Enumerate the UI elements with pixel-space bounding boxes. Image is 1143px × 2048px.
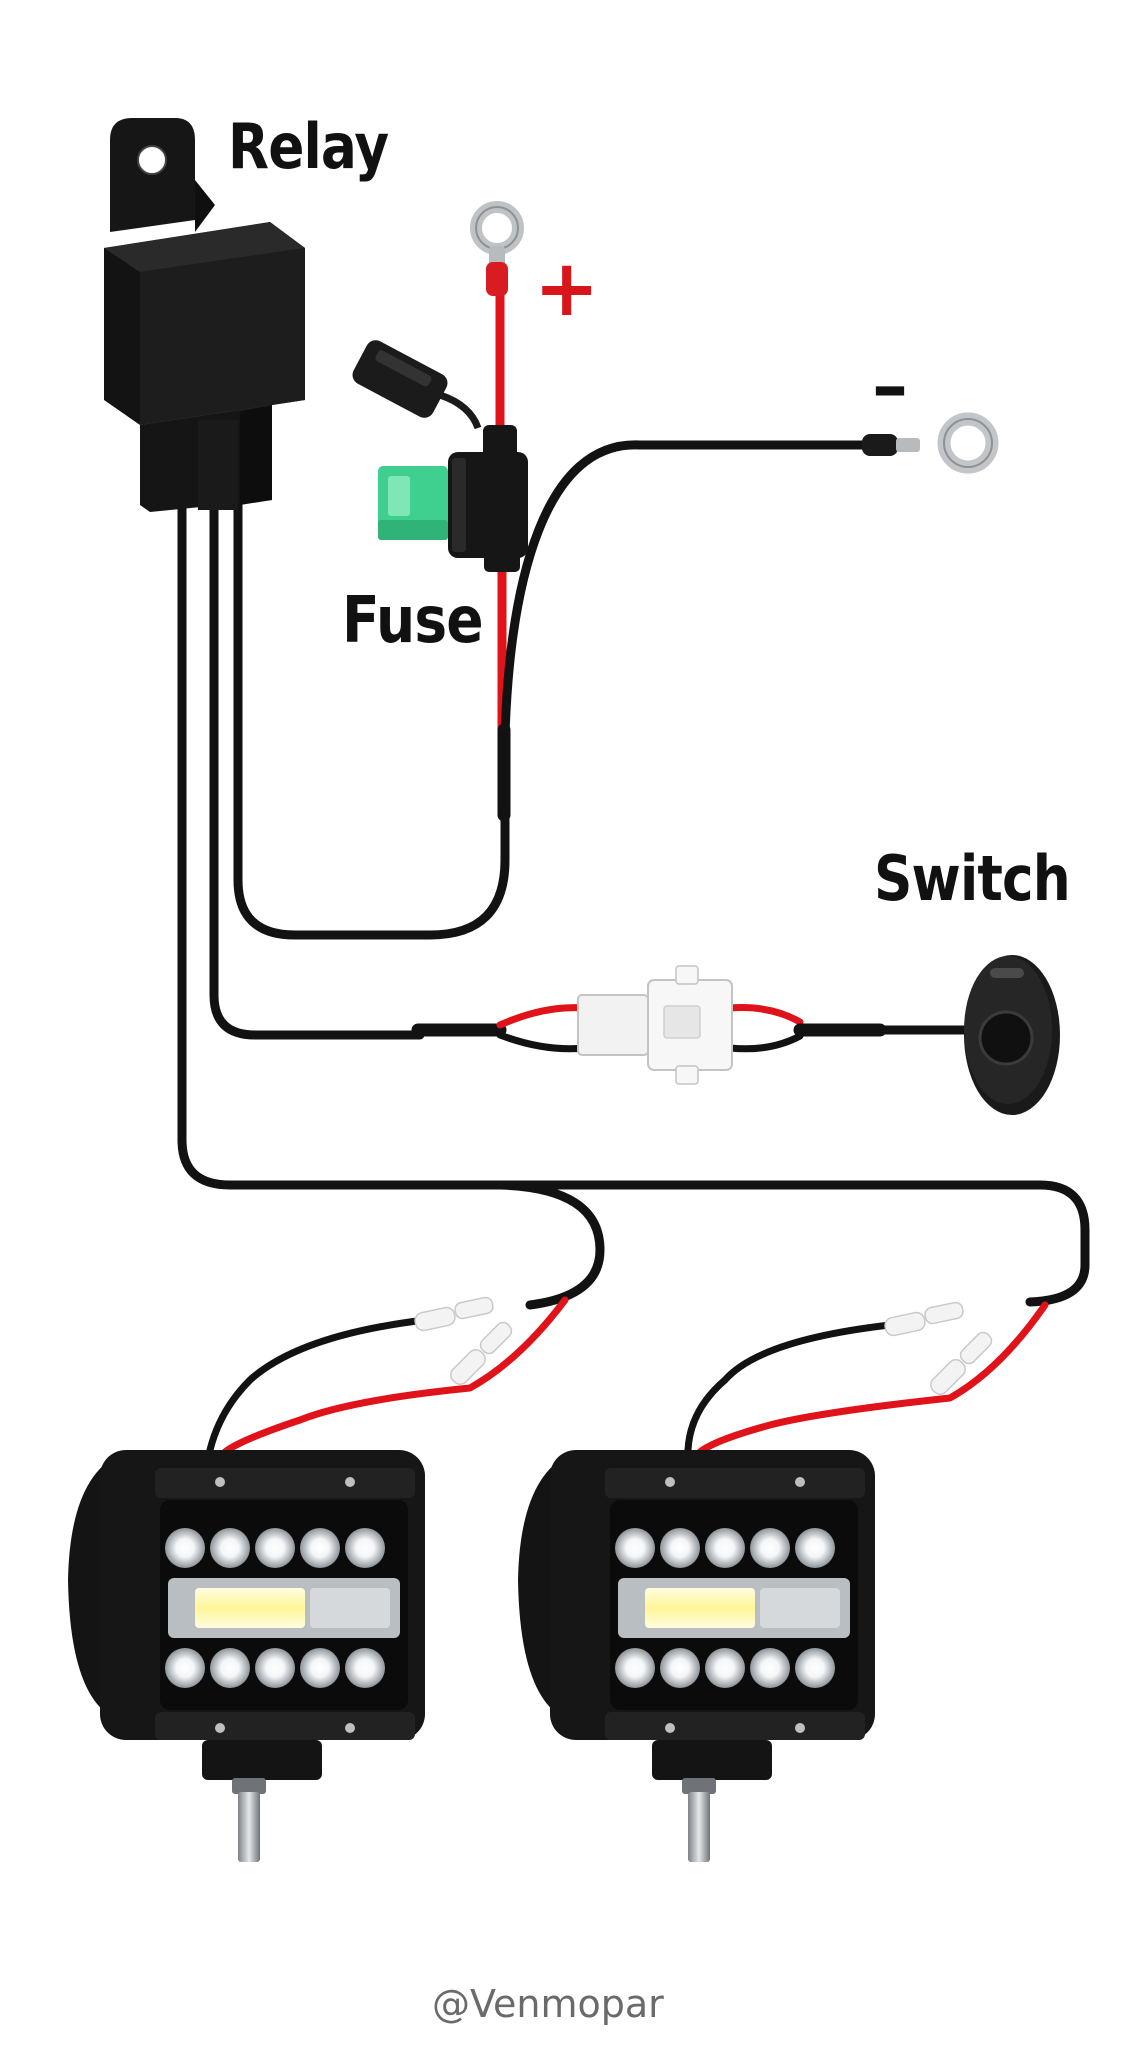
positive-sign: + (534, 244, 600, 334)
switch-label: Switch (874, 842, 1071, 915)
relay-label: Relay (228, 110, 389, 183)
switch-black-left (496, 1031, 589, 1053)
relay-lights-wire (177, 500, 1090, 1307)
left-light-black-lead (206, 1316, 429, 1454)
negative-sign: – (872, 344, 908, 428)
switch-red-left (496, 1004, 589, 1029)
left-light-red-lead (221, 1296, 569, 1456)
switch (964, 955, 1060, 1115)
relay-fuse-wire (233, 500, 510, 940)
fuse-holder (352, 340, 528, 572)
wire-connector (577, 965, 733, 1085)
relay (104, 118, 305, 512)
ground-wire (500, 440, 895, 740)
wires (177, 285, 1090, 1456)
led-light-right (518, 1450, 875, 1862)
watermark: @Venmopar (432, 1982, 664, 2026)
bullet-connectors (414, 1296, 993, 1395)
switch-red-right (726, 1004, 804, 1026)
negative-ring-terminal (862, 412, 999, 474)
switch-black-right (726, 1032, 804, 1053)
relay-switch-wire (209, 500, 425, 1040)
right-light-red-lead (696, 1301, 1049, 1456)
positive-ring-terminal (470, 201, 524, 296)
led-light-left (68, 1450, 425, 1862)
split-to-left-light (495, 1180, 605, 1310)
right-light-black-lead (684, 1321, 894, 1454)
fuse-label: Fuse (342, 584, 484, 658)
